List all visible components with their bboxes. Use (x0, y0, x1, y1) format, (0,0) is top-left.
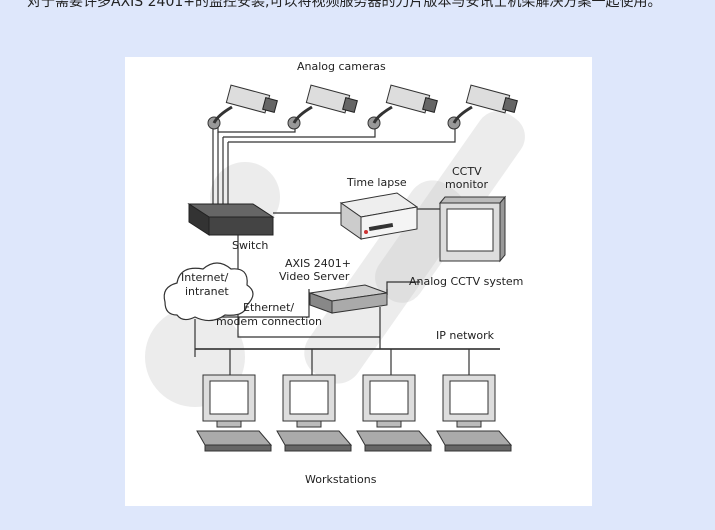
time-lapse-recorder-icon (339, 192, 419, 240)
label-cctv-monitor-2: monitor (445, 178, 489, 191)
label-video-server-1: AXIS 2401+ (285, 257, 351, 270)
camera-icon (447, 84, 518, 130)
internet-cloud-icon (163, 262, 254, 322)
video-server-icon (309, 284, 388, 314)
diagram-svg: Analog cameras CCTV monitor Time lapse S… (145, 60, 525, 486)
camera-icon (207, 84, 278, 130)
label-cctv-monitor-1: CCTV (452, 165, 482, 178)
label-internet-1: Internet/ (181, 271, 229, 284)
label-internet-2: intranet (185, 285, 229, 298)
label-analog-cctv-system: Analog CCTV system (409, 275, 523, 288)
camera-icon (287, 84, 358, 130)
camera-icon (367, 84, 438, 130)
label-video-server-2: Video Server (279, 270, 350, 283)
switch-icon (187, 203, 275, 236)
cctv-monitor-icon (438, 195, 507, 263)
network-diagram: Analog cameras CCTV monitor Time lapse S… (125, 57, 592, 506)
label-ip-network: IP network (436, 329, 495, 342)
workstation-icon (276, 374, 353, 452)
workstation-icons (196, 374, 513, 452)
workstation-icon (436, 374, 513, 452)
camera-icons (207, 84, 518, 130)
workstation-icon (196, 374, 273, 452)
label-ethernet-2: modem connection (216, 315, 322, 328)
camera-cables (212, 125, 456, 204)
workstation-icon (356, 374, 433, 452)
label-ethernet-1: Ethernet/ (243, 301, 294, 314)
label-switch: Switch (232, 239, 268, 252)
label-time-lapse: Time lapse (346, 176, 407, 189)
intro-paragraph: 对于需要许多AXIS 2401+的监控安装,可以将视频服务器的刀片版本与安讯士机… (27, 0, 662, 10)
label-analog-cameras: Analog cameras (297, 60, 386, 73)
label-workstations: Workstations (305, 473, 377, 486)
